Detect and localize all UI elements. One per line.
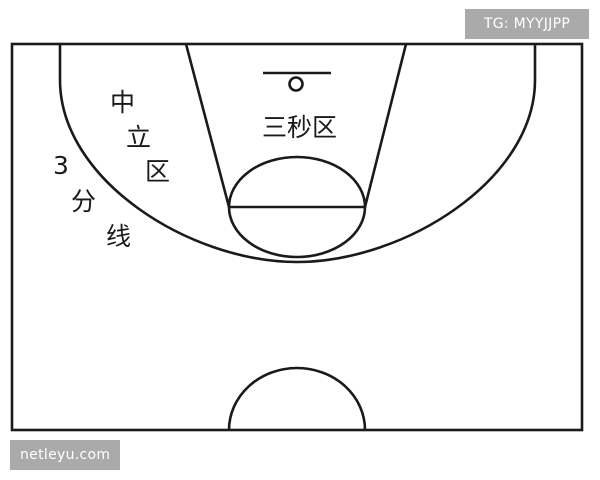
midrange-area-label-char: 区 xyxy=(145,157,170,186)
court-boundary xyxy=(10,42,584,432)
free-throw-lane xyxy=(184,43,408,209)
midrange-area-label-char: 中 xyxy=(110,88,135,117)
three-point-line-label-char: 分 xyxy=(71,187,96,216)
three-point-line-label-char: 线 xyxy=(106,222,131,251)
site-watermark: netleyu.com xyxy=(10,440,120,470)
three-point-line xyxy=(58,44,537,264)
telegram-watermark: TG: MYYJJPP xyxy=(465,9,589,39)
three-second-area-label: 三秒区 xyxy=(262,113,337,142)
three-point-line-label-char: 3 xyxy=(53,151,69,180)
midrange-area-label-char: 立 xyxy=(126,123,151,152)
basket-rim xyxy=(288,76,304,92)
center-circle xyxy=(227,366,367,431)
free-throw-circle xyxy=(227,155,367,259)
